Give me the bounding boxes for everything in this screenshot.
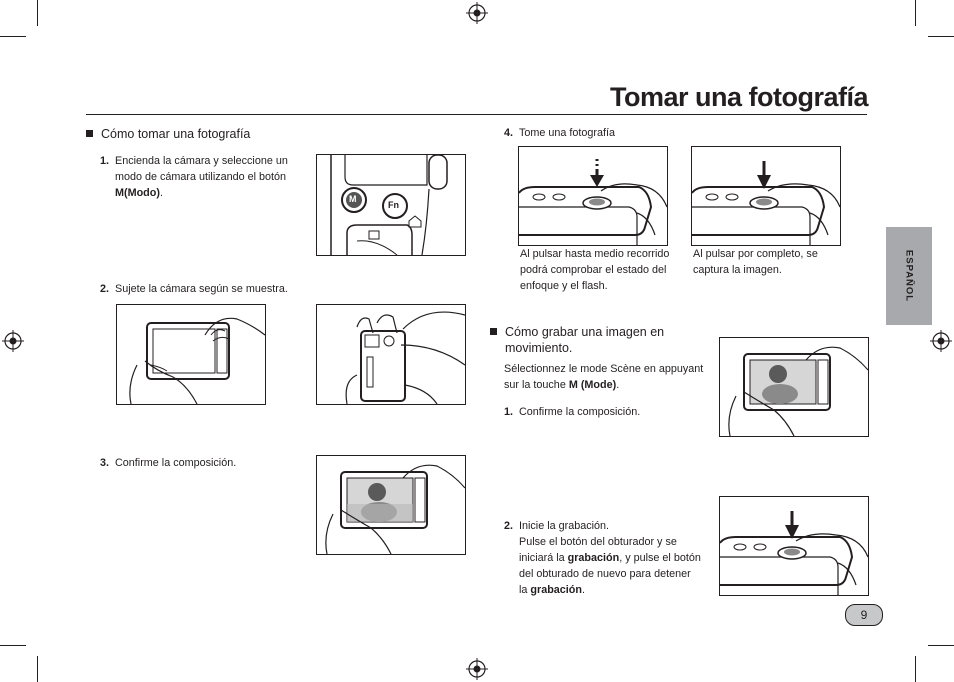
bold-term: grabación	[530, 584, 583, 596]
section-heading-label: Cómo tomar una fotografía	[101, 127, 251, 141]
hold-camera-vertical-illustration	[316, 304, 466, 405]
hold-camera-horizontal-illustration	[116, 304, 266, 405]
registration-mark-icon	[466, 658, 488, 680]
step-text: Confirme la composición.	[115, 457, 237, 469]
step-text-line: Encienda la cámara y seleccione un	[115, 155, 288, 167]
step-text-line: del obturado de nuevo para detener	[519, 568, 691, 580]
confirm-composition-illustration	[316, 455, 466, 555]
step-text: la	[519, 584, 531, 596]
start-recording-illustration	[719, 496, 869, 596]
page-number: 9	[845, 604, 883, 626]
caption-line: captura la imagen.	[693, 264, 782, 276]
caption-half-press: Al pulsar hasta medio recorrido podrá co…	[520, 246, 690, 294]
mode-button-m-label: M	[349, 194, 357, 204]
caption-line: Al pulsar por completo, se	[693, 248, 818, 260]
section-heading-take-photo: Cómo tomar una fotografía	[86, 126, 250, 142]
registration-mark-icon	[930, 330, 952, 352]
movie-intro: Sélectionnez le mode Scène en appuyant s…	[504, 361, 719, 393]
bold-term: grabación	[567, 552, 620, 564]
punctuation: .	[159, 187, 163, 199]
mode-button-illustration: M Fn	[316, 154, 466, 256]
step-text: Sujete la cámara según se muestra.	[115, 283, 288, 295]
bullet-square-icon	[86, 130, 93, 137]
movie-composition-illustration	[719, 337, 869, 437]
bold-term: M (Mode)	[568, 379, 617, 391]
intro-text: sur la touche	[504, 379, 569, 391]
step-number: 2.	[504, 520, 514, 532]
intro-line: sur la touche M (Mode).	[504, 377, 719, 393]
registration-mark-icon	[466, 2, 488, 24]
section-heading-label: movimiento.	[505, 341, 573, 355]
section-heading-label: Cómo grabar una imagen en	[505, 325, 665, 339]
step-text-line: Pulse el botón del obturador y se	[519, 536, 677, 548]
caption-line: enfoque y el flash.	[520, 280, 608, 292]
caption-line: podrá comprobar el estado del	[520, 264, 667, 276]
step-text: , y pulse el botón	[619, 552, 701, 564]
shutter-full-press-illustration	[691, 146, 841, 246]
step-number: 4.	[504, 127, 514, 139]
step-number: 3.	[100, 457, 110, 469]
caption-full-press: Al pulsar por completo, se captura la im…	[693, 246, 853, 278]
bullet-square-icon	[490, 328, 497, 335]
title-rule	[86, 114, 867, 115]
language-tab-label: ESPAÑOL	[903, 249, 915, 303]
step-number: 2.	[100, 283, 110, 295]
registration-mark-icon	[2, 330, 24, 352]
section-heading-record-movie: Cómo grabar una imagen en movimiento.	[490, 324, 710, 356]
step-text-line: la grabación.	[519, 582, 701, 598]
language-tab: ESPAÑOL	[886, 227, 932, 325]
intro-line: Sélectionnez le mode Scène en appuyant	[504, 363, 704, 375]
step-text-line: iniciará la grabación, y pulse el botón	[519, 550, 701, 566]
shutter-half-press-illustration	[518, 146, 668, 246]
page-title: Tomar una fotografía	[609, 82, 869, 112]
step-text: Confirme la composición.	[519, 406, 641, 418]
step-text-line: modo de cámara utilizando el botón	[115, 171, 287, 183]
bold-term: M(Modo)	[115, 187, 160, 199]
step-number: 1.	[100, 155, 110, 167]
step-text: Tome una fotografía	[519, 127, 616, 139]
step-text-line: M(Modo).	[115, 185, 288, 201]
caption-line: Al pulsar hasta medio recorrido	[520, 248, 670, 260]
punctuation: .	[582, 584, 586, 596]
step-number: 1.	[504, 406, 514, 418]
punctuation: .	[616, 379, 620, 391]
step-text: iniciará la	[519, 552, 568, 564]
step-text-line: Inicie la grabación.	[519, 520, 610, 532]
fn-button-label: Fn	[388, 200, 399, 210]
